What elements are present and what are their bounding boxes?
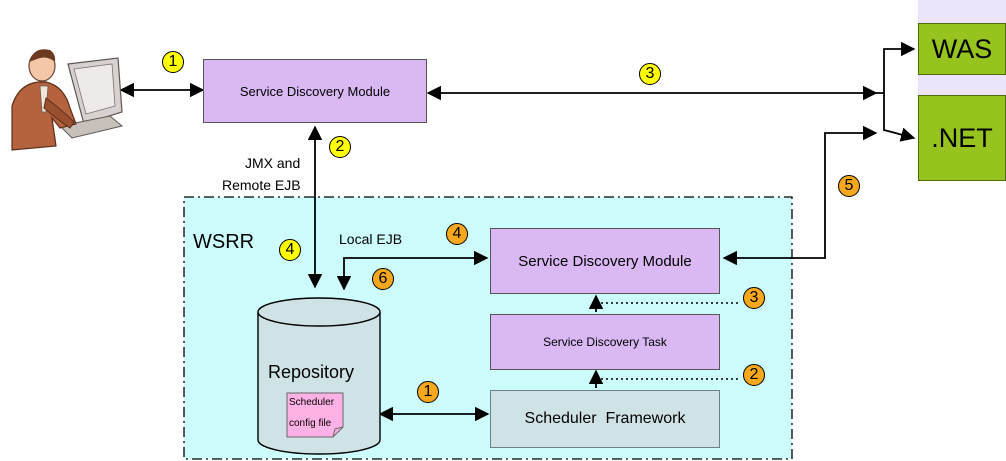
was-target: WAS bbox=[918, 23, 1006, 75]
note-line1: Scheduler bbox=[289, 397, 335, 408]
task-label: Service Discovery Task bbox=[543, 335, 667, 349]
scheduler-framework-label: Scheduler Framework bbox=[524, 410, 686, 427]
inner-service-discovery-module: Service Discovery Module bbox=[490, 228, 720, 294]
scheduler-note-shape bbox=[286, 392, 344, 438]
step-badge-1: 1 bbox=[162, 51, 184, 73]
net-target: .NET bbox=[918, 95, 1006, 181]
service-discovery-task: Service Discovery Task bbox=[490, 314, 720, 370]
fork-to-net bbox=[883, 93, 916, 142]
wsrr-title: WSRR bbox=[193, 231, 255, 253]
step-badge-2-inner: 2 bbox=[743, 364, 765, 386]
was-label: WAS bbox=[931, 33, 993, 64]
connector-local-ejb bbox=[336, 250, 489, 291]
fork-to-was bbox=[876, 41, 916, 94]
jmx-label-line1: JMX and bbox=[245, 155, 301, 171]
inner-module-label: Service Discovery Module bbox=[518, 252, 692, 270]
scheduler-framework: Scheduler Framework bbox=[490, 390, 720, 448]
step-badge-1-inner: 1 bbox=[417, 381, 439, 403]
step-badge-4-local: 4 bbox=[446, 223, 468, 245]
step-badge-5: 5 bbox=[838, 175, 860, 197]
top-module-label: Service Discovery Module bbox=[239, 83, 391, 99]
step-badge-3-inner: 3 bbox=[743, 287, 765, 309]
note-line2: config file bbox=[289, 418, 332, 429]
step-badge-2: 2 bbox=[329, 136, 351, 158]
jmx-label-line2: Remote EJB bbox=[222, 177, 301, 193]
step-badge-6: 6 bbox=[372, 268, 394, 290]
step-badge-4-wsrr: 4 bbox=[279, 239, 301, 261]
step-badge-3: 3 bbox=[639, 63, 661, 85]
repository-label: Repository bbox=[268, 362, 355, 382]
user-at-computer-icon bbox=[11, 49, 124, 151]
top-service-discovery-module: Service Discovery Module bbox=[203, 59, 427, 123]
local-ejb-label: Local EJB bbox=[339, 231, 403, 247]
net-label: .NET bbox=[931, 122, 993, 153]
connector-inner-targets bbox=[722, 125, 878, 266]
